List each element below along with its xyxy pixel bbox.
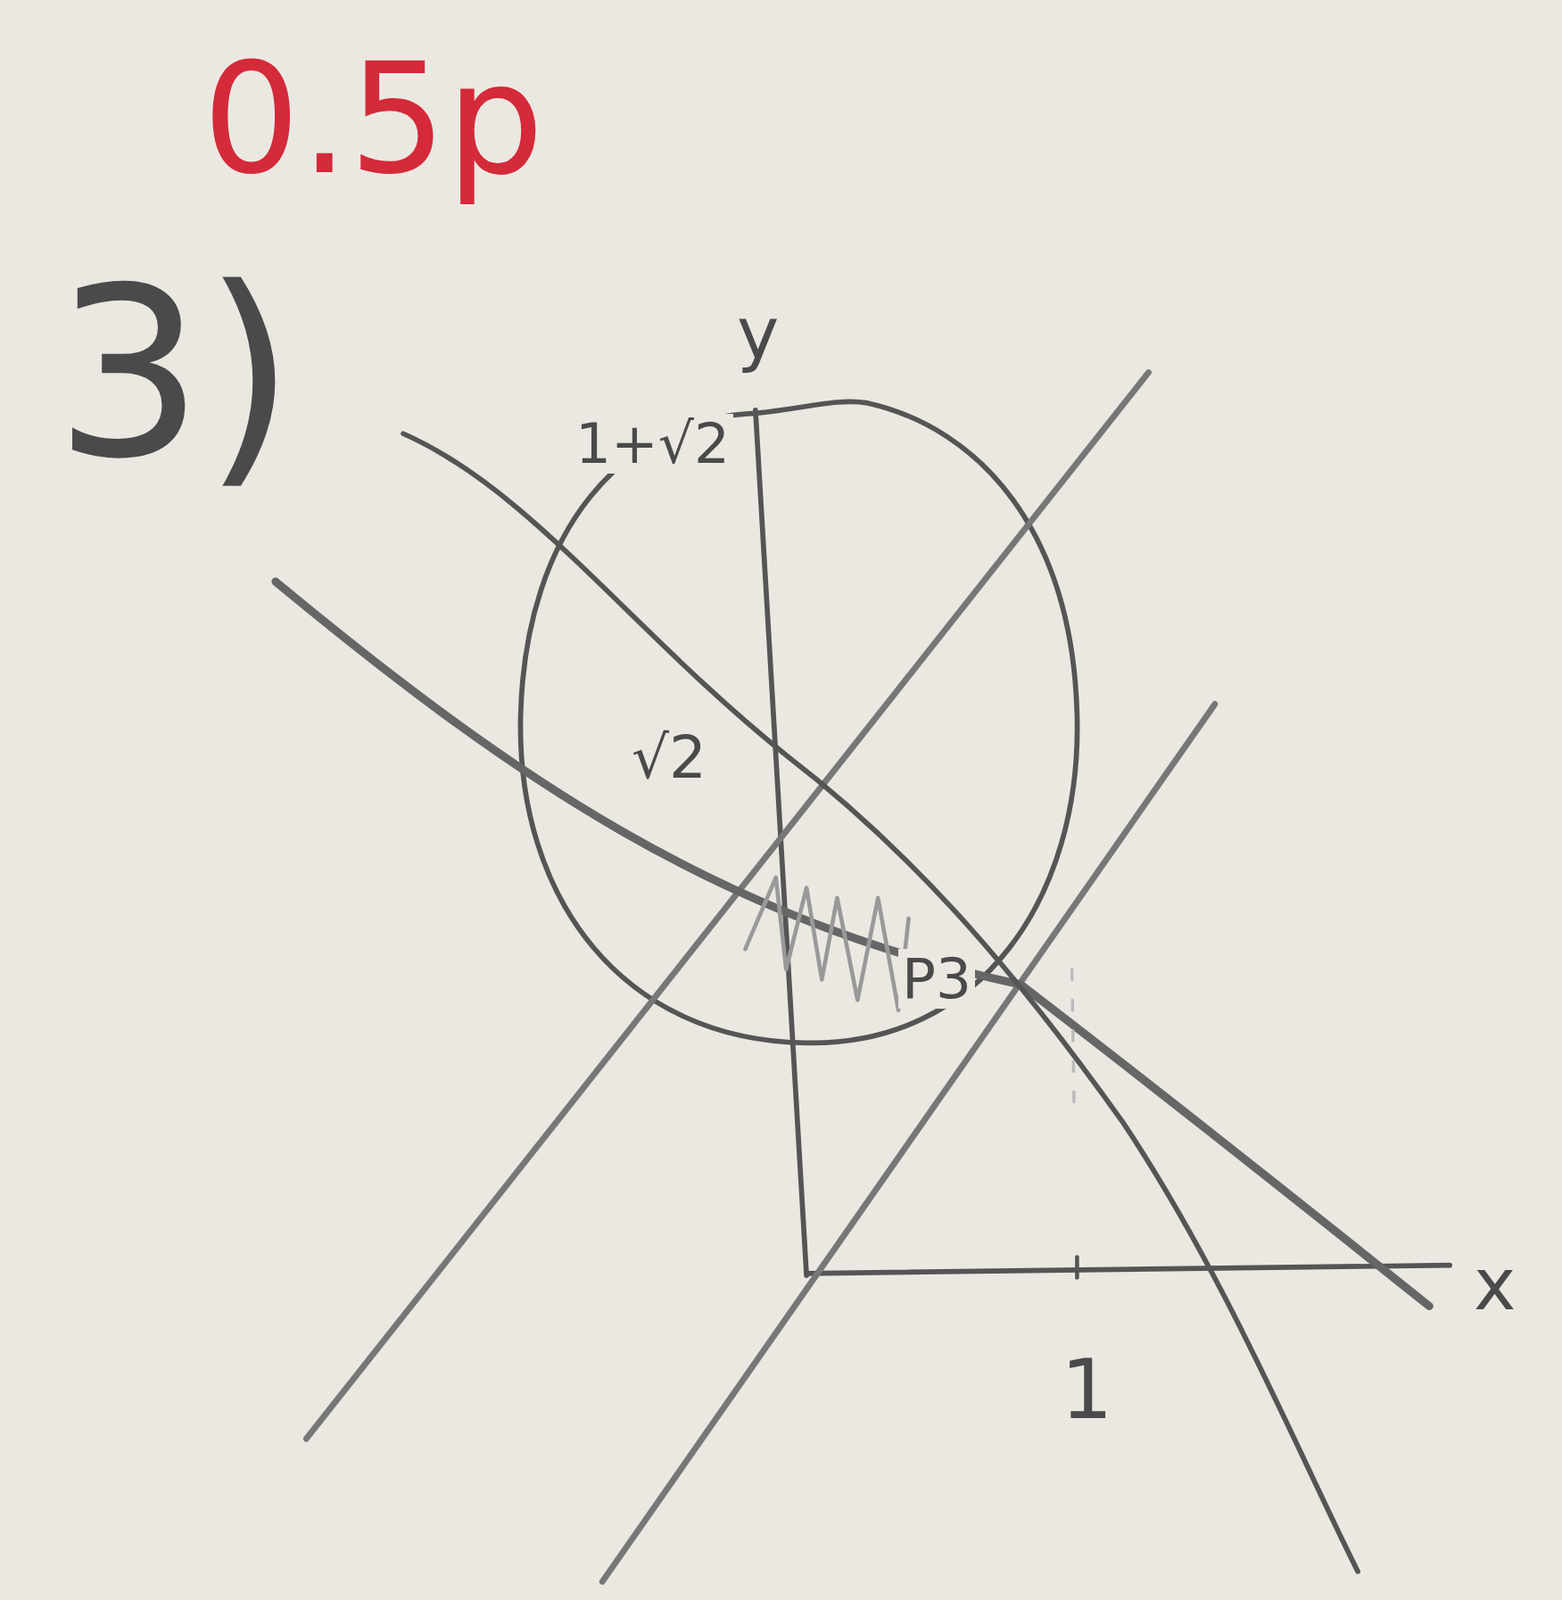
guide <box>1072 969 1075 1103</box>
axis-label: y <box>733 296 783 372</box>
circle <box>520 401 1077 1043</box>
score-mark: 0.5p <box>198 41 548 199</box>
line <box>275 581 1430 1306</box>
x-axis <box>806 1265 1450 1274</box>
tick-label: 1 <box>1057 1347 1117 1434</box>
curve <box>403 433 1358 1572</box>
shading <box>744 877 909 1011</box>
intercept-label: √2 <box>628 727 711 790</box>
axis-label: x <box>1470 1247 1520 1323</box>
line <box>305 372 1149 1440</box>
line <box>602 703 1215 1582</box>
y-axis <box>755 410 807 1276</box>
point-label: P3 <box>898 949 976 1009</box>
x-tick <box>1074 1257 1080 1279</box>
question-number: 3) <box>50 255 299 494</box>
intercept-label: 1+√2 <box>571 413 734 474</box>
